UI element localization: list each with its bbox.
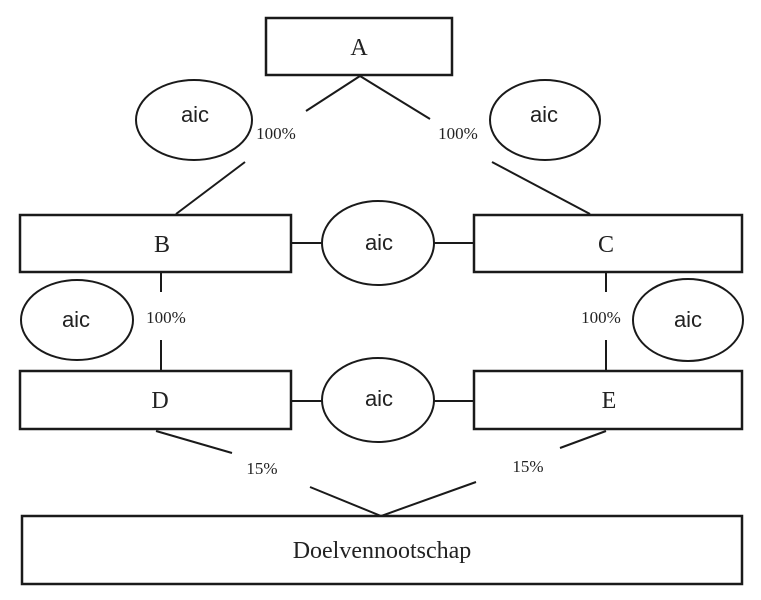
aic-label-c-e: aic (674, 307, 702, 332)
aic-label-b-c: aic (365, 230, 393, 255)
ownership-b-d: 100% (146, 308, 186, 327)
aic-label-a-c: aic (530, 102, 558, 127)
box-b-label: B (154, 232, 170, 258)
aic-ellipse-b-d (20, 279, 134, 361)
connector-e-target-upper (559, 430, 607, 449)
ownership-e-target: 15% (512, 457, 543, 476)
box-c-label: C (598, 232, 614, 258)
connector-d-target-upper (155, 430, 233, 454)
box-a-label: A (350, 35, 368, 61)
ownership-a-c: 100% (438, 124, 478, 143)
aic-label-d-e: aic (365, 386, 393, 411)
box-target-label: Doelvennootschap (293, 538, 472, 564)
box-d (18, 369, 293, 431)
aic-label-a-b: aic (181, 102, 209, 127)
box-d-label: D (151, 388, 168, 414)
box-b (18, 213, 293, 274)
ownership-a-b: 100% (256, 124, 296, 143)
aic-ellipse-d-e (321, 357, 435, 443)
box-a (264, 16, 454, 77)
box-c (472, 213, 744, 274)
connector-e-target-lower (380, 481, 477, 517)
connector-a-b-upper (305, 75, 361, 112)
aic-label-b-d: aic (62, 307, 90, 332)
ownership-c-e: 100% (581, 308, 621, 327)
connector-a-b-lower (175, 161, 246, 215)
aic-ellipse-a-b (135, 79, 253, 161)
box-e (472, 369, 744, 431)
connector-d-target-lower (309, 486, 382, 517)
box-e-label: E (602, 388, 617, 414)
aic-ellipse-c-e (632, 278, 744, 362)
connector-a-c-lower (491, 161, 591, 215)
box-target (20, 514, 744, 586)
connector-a-c-upper (359, 75, 431, 120)
aic-ellipse-a-c (489, 79, 601, 161)
ownership-d-target: 15% (246, 459, 277, 478)
aic-ellipse-b-c (321, 200, 435, 286)
